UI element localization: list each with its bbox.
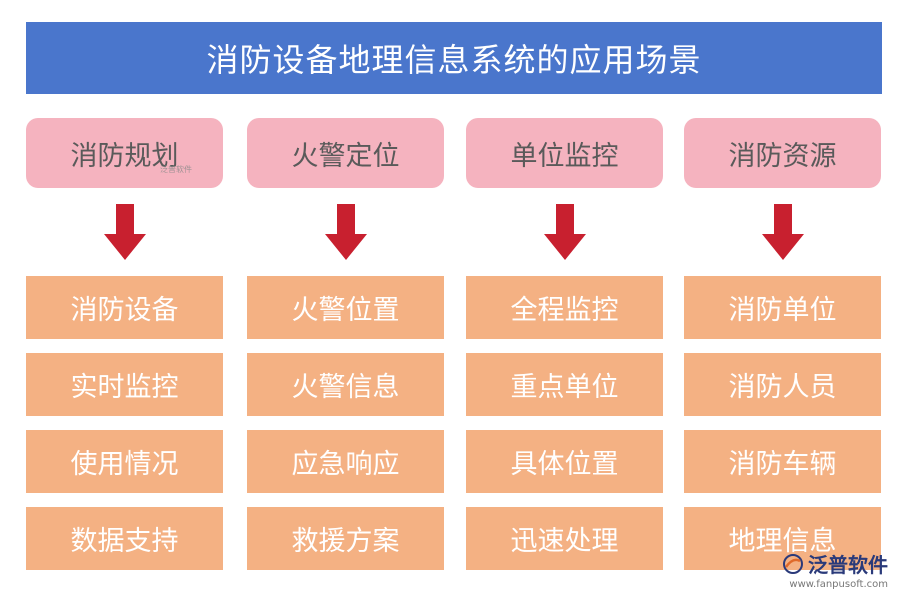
list-item: 全程监控	[466, 276, 663, 339]
list-item: 消防设备	[26, 276, 223, 339]
down-arrow-icon	[247, 188, 444, 276]
down-arrow-icon	[466, 188, 663, 276]
column-fire-location: 火警定位 火警位置 火警信息 应急响应 救援方案	[247, 118, 444, 570]
column-header: 消防资源	[684, 118, 881, 188]
list-item: 数据支持	[26, 507, 223, 570]
column-header-label: 消防规划	[70, 140, 179, 172]
list-item: 使用情况	[26, 430, 223, 493]
column-header-label: 消防资源	[728, 140, 837, 172]
list-item: 火警信息	[247, 353, 444, 416]
logo-name: 泛普软件	[808, 553, 888, 577]
column-header: 单位监控	[466, 118, 663, 188]
brand-logo: 泛普软件 www.fanpusoft.com	[782, 549, 888, 590]
list-item: 具体位置	[466, 430, 663, 493]
down-arrow-icon	[26, 188, 223, 276]
list-item: 应急响应	[247, 430, 444, 493]
column-header: 消防规划 泛普软件	[26, 118, 223, 188]
column-fire-resources: 消防资源 消防单位 消防人员 消防车辆 地理信息	[684, 118, 881, 570]
list-item: 消防单位	[684, 276, 881, 339]
logo-icon	[783, 553, 803, 574]
column-header-label: 火警定位	[291, 140, 400, 172]
list-item: 消防人员	[684, 353, 881, 416]
list-item: 救援方案	[247, 507, 444, 570]
watermark-small: 泛普软件	[160, 165, 192, 174]
list-item: 消防车辆	[684, 430, 881, 493]
column-header: 火警定位	[247, 118, 444, 188]
list-item: 实时监控	[26, 353, 223, 416]
logo-url: www.fanpusoft.com	[789, 579, 888, 590]
list-item: 迅速处理	[466, 507, 663, 570]
list-item: 重点单位	[466, 353, 663, 416]
list-item: 火警位置	[247, 276, 444, 339]
column-header-label: 单位监控	[510, 140, 619, 172]
list-item: 地理信息	[684, 507, 881, 570]
down-arrow-icon	[684, 188, 881, 276]
column-unit-monitoring: 单位监控 全程监控 重点单位 具体位置 迅速处理	[466, 118, 663, 570]
diagram-title: 消防设备地理信息系统的应用场景	[26, 22, 882, 94]
column-planning: 消防规划 泛普软件 消防设备 实时监控 使用情况 数据支持	[26, 118, 223, 570]
